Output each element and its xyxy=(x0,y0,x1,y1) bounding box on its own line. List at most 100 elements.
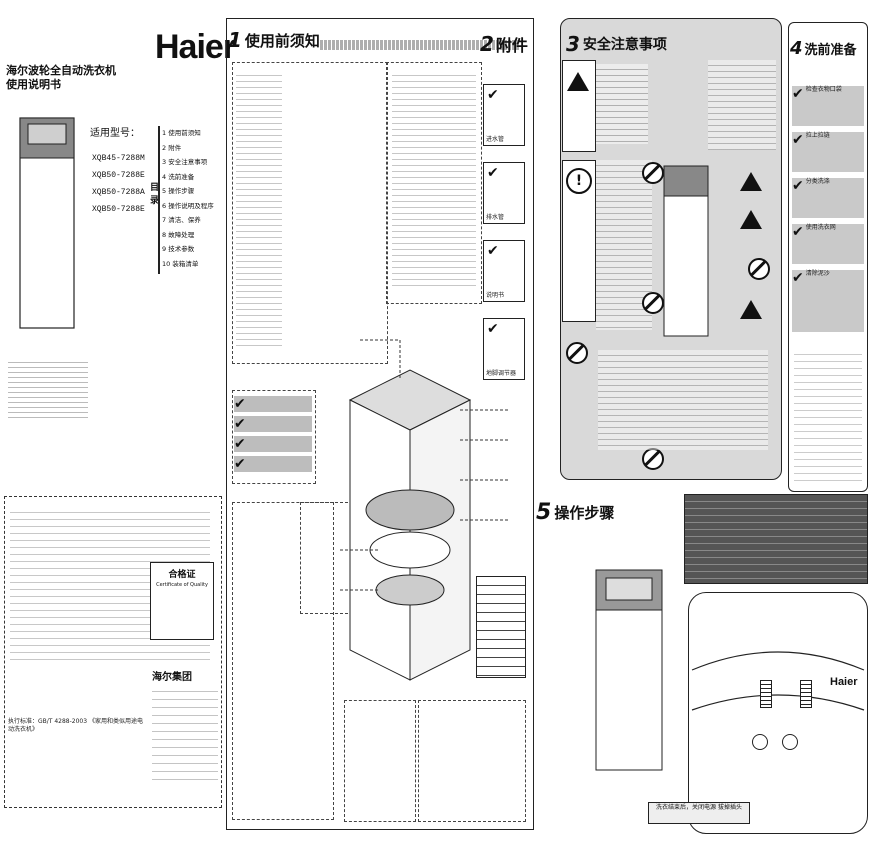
operation-washer-illustration xyxy=(595,569,663,771)
check-icon: ✔ xyxy=(234,456,246,472)
prep-item: ✔清除泥沙 xyxy=(792,270,864,332)
toc-item[interactable]: 10 装箱清单 xyxy=(162,259,199,268)
standard-line: 执行标准：GB/T 4288-2003 《家用和类似用途电动洗衣机》 xyxy=(8,718,143,733)
prep-check-rows: ✔ ✔ ✔ ✔ xyxy=(234,396,312,472)
drain-box xyxy=(344,700,416,822)
left-panel: 海尔波轮全自动洗衣机 使用说明书 Haier 适用型号： XQB45-7288M… xyxy=(0,0,236,842)
info-circle-icon: ! xyxy=(566,168,592,194)
safety-washer-illustration xyxy=(663,165,709,337)
step1-number-icon: 1 xyxy=(228,28,242,52)
step2-number-icon: 2 xyxy=(480,32,494,56)
toc-item[interactable]: 8 故障处理 xyxy=(162,230,195,239)
certificate-box: 合格证 Certificate of Quality xyxy=(150,562,214,640)
check-icon: ✔ xyxy=(234,436,246,452)
safety-text-4 xyxy=(598,350,768,450)
check-icon: ✔ xyxy=(792,132,804,148)
section5-header: 5 操作步骤 xyxy=(536,500,615,525)
company-info-lines xyxy=(152,684,218,784)
prep-item: ✔使用洗衣网 xyxy=(792,224,864,264)
tub-box xyxy=(418,700,526,822)
section1-panel xyxy=(226,18,534,830)
prep-item: ✔分类洗涤 xyxy=(792,178,864,218)
prohibit-icon xyxy=(642,162,664,184)
toc-item[interactable]: 3 安全注意事项 xyxy=(162,158,208,166)
model-list: XQB45-7288M XQB50-7288E XQB50-7288A XQB5… xyxy=(92,154,145,214)
check-icon: ✔ xyxy=(487,243,499,259)
start-button[interactable] xyxy=(782,734,798,750)
prohibit-icon xyxy=(748,258,770,280)
model-label: 适用型号： xyxy=(90,128,140,139)
accessory-item: ✔ 说明书 xyxy=(483,240,525,302)
warranty-panel xyxy=(4,496,222,808)
accessory-item: ✔ 地脚调节器 xyxy=(483,318,525,380)
notes-block xyxy=(8,358,88,422)
program-button[interactable] xyxy=(760,680,772,708)
install-text-a xyxy=(236,70,282,350)
step3-number-icon: 3 xyxy=(566,32,580,56)
section1-header: 1 使用前须知 xyxy=(228,28,320,52)
toc-item[interactable]: 2 附件 xyxy=(162,143,182,152)
section4-header: 4 洗前准备 xyxy=(790,38,857,59)
check-icon: ✔ xyxy=(487,321,499,337)
safety-text-1 xyxy=(596,64,648,144)
check-icon: ✔ xyxy=(792,224,804,240)
toc-list: 1 使用前须知 2 附件 3 安全注意事项 4 洗前准备 5 操作步骤 6 操作… xyxy=(162,126,214,271)
section1-intro-lines xyxy=(320,40,520,50)
washer-illustration xyxy=(19,117,75,329)
toc-item[interactable]: 4 洗前准备 xyxy=(162,172,195,181)
step-finish-label: 洗衣结束后，关闭电源 拔掉插头 xyxy=(648,802,750,824)
control-panel-curve xyxy=(691,651,865,711)
step4-number-icon: 4 xyxy=(790,38,803,59)
install-box-a xyxy=(232,62,388,364)
accessory-item: ✔ 进水管 xyxy=(483,84,525,146)
toc-bar xyxy=(158,126,160,274)
warning-triangle-icon xyxy=(567,72,589,91)
install-box-c xyxy=(232,502,334,820)
check-icon: ✔ xyxy=(234,416,246,432)
prohibit-icon xyxy=(642,292,664,314)
haier-logo: Haier xyxy=(155,28,236,66)
warning-triangle-icon xyxy=(740,210,762,229)
prohibit-icon xyxy=(566,342,588,364)
prep-item: ✔拉上拉链 xyxy=(792,132,864,172)
certificate-title: 合格证 xyxy=(168,570,196,580)
company-name: 海尔集团 xyxy=(152,672,192,683)
toc-item[interactable]: 1 使用前须知 xyxy=(162,129,201,137)
parts-table xyxy=(476,576,526,678)
control-panel-frame xyxy=(688,592,868,834)
level-button[interactable] xyxy=(800,680,812,708)
toc-item[interactable]: 5 操作步骤 xyxy=(162,187,195,195)
prep-list: ✔检查衣物口袋 ✔拉上拉链 ✔分类洗涤 ✔使用洗衣网 ✔清除泥沙 xyxy=(792,86,864,332)
prohibit-icon xyxy=(642,448,664,470)
accessory-list: ✔ 进水管 ✔ 排水管 ✔ 说明书 ✔ 地脚调节器 xyxy=(483,84,525,380)
safety-text-3 xyxy=(708,60,776,150)
toc-item[interactable]: 6 操作说明及程序 xyxy=(162,201,214,210)
warning-triangle-icon xyxy=(740,172,762,191)
section3-header: 3 安全注意事项 xyxy=(566,32,667,56)
manual-title: 海尔波轮全自动洗衣机 使用说明书 xyxy=(6,64,116,91)
callout-lines xyxy=(340,339,510,591)
section2-header: 2 附件 xyxy=(480,32,528,56)
washer-exploded-diagram xyxy=(348,369,472,681)
check-icon: ✔ xyxy=(487,165,499,181)
power-button[interactable] xyxy=(752,734,768,750)
operation-notice-box xyxy=(684,494,868,584)
install-text-b xyxy=(392,70,476,290)
check-icon: ✔ xyxy=(792,86,804,102)
toc-label: 目录 xyxy=(150,183,160,206)
prep-item: ✔检查衣物口袋 xyxy=(792,86,864,126)
control-panel-logo: Haier xyxy=(830,676,858,688)
check-icon: ✔ xyxy=(487,87,499,103)
warning-triangle-icon xyxy=(740,300,762,319)
step5-number-icon: 5 xyxy=(536,500,552,525)
accessory-item: ✔ 排水管 xyxy=(483,162,525,224)
check-icon: ✔ xyxy=(234,396,246,412)
prep-notes xyxy=(794,348,862,482)
toc-item[interactable]: 7 清洁、保养 xyxy=(162,216,201,224)
prep-checklist-box xyxy=(232,390,316,484)
check-icon: ✔ xyxy=(792,270,804,286)
toc-item[interactable]: 9 技术参数 xyxy=(162,245,195,253)
certificate-subtitle: Certificate of Quality xyxy=(156,582,208,588)
check-icon: ✔ xyxy=(792,178,804,194)
install-box-b xyxy=(386,62,482,304)
